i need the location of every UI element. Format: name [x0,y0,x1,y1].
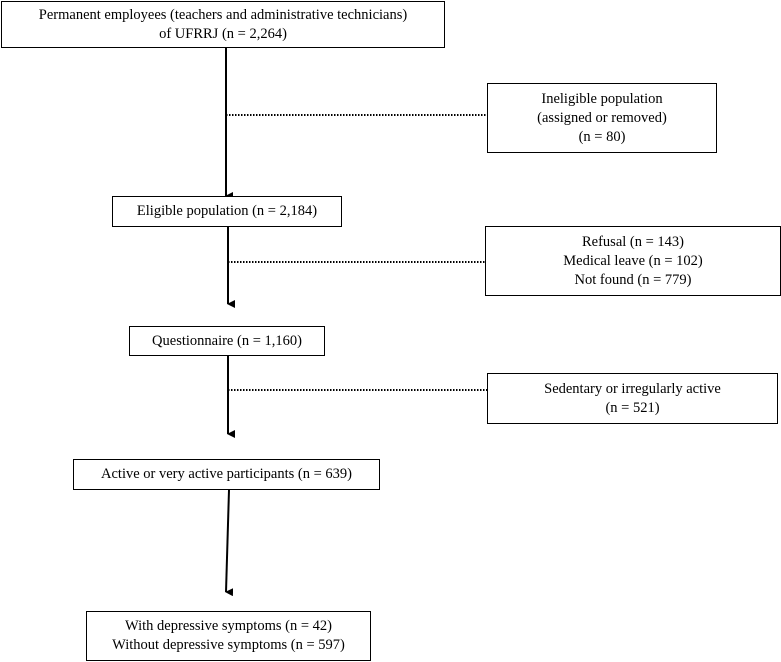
box-line: Ineligible population [541,90,663,107]
box-line: Without depressive symptoms (n = 597) [112,637,345,653]
box-line: (n = 521) [605,399,660,416]
box-active-participants: Active or very active participants (n = … [73,459,380,490]
box-line: Eligible population (n = 2,184) [136,203,318,219]
box-line: (n = 80) [578,128,626,145]
box-line: Questionnaire (n = 1,160) [152,332,302,349]
box-line: of UFRRJ (n = 2,264) [159,25,287,42]
box-depressive-symptoms: With depressive symptoms (n = 42) Withou… [86,611,371,661]
box-line: (assigned or removed) [537,109,667,126]
box-line: Sedentary or irregularly active [544,380,721,397]
box-questionnaire: Questionnaire (n = 1,160) [129,326,325,356]
box-line: Refusal (n = 143) [581,233,684,250]
box-eligible-population: Eligible population (n = 2,184) [112,196,342,227]
box-exclusions: Refusal (n = 143) Medical leave (n = 102… [485,226,781,296]
box-line: Active or very active participants (n = … [101,466,352,482]
box-line: With depressive symptoms (n = 42) [125,618,332,634]
box-ineligible-population: Ineligible population (assigned or remov… [487,83,717,153]
box-sedentary: Sedentary or irregularly active (n = 521… [487,373,778,424]
box-line: Permanent employees (teachers and admini… [38,6,408,23]
box-permanent-employees: Permanent employees (teachers and admini… [1,1,445,48]
arrow-active-to-depressive [225,489,234,597]
box-line: Medical leave (n = 102) [563,252,703,269]
box-line: Not found (n = 779) [574,271,692,288]
